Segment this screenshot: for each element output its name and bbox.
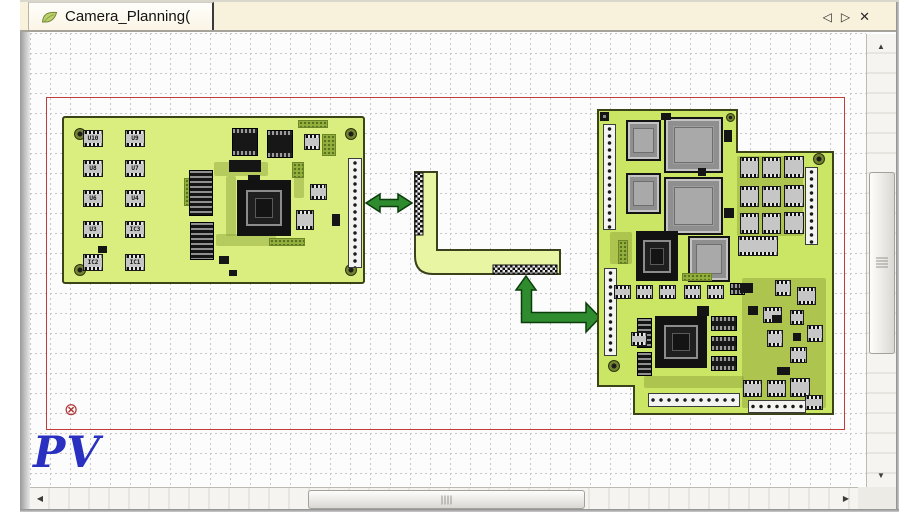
tab-camera-planning[interactable]: Camera_Planning( — [28, 2, 214, 30]
scroll-left-button[interactable]: ◀ — [36, 493, 44, 503]
design-canvas[interactable] — [30, 33, 866, 486]
next-tab-button[interactable]: ▷ — [840, 10, 851, 24]
scroll-right-button[interactable]: ▶ — [842, 493, 850, 503]
vertical-scrollbar-thumb[interactable] — [869, 172, 895, 354]
prev-tab-button[interactable]: ◁ — [822, 10, 832, 24]
window-frame-top — [20, 0, 899, 2]
tab-bar: Camera_Planning( ◁ ▷ ✕ — [20, 2, 896, 32]
tab-nav-controls: ◁ ▷ ✕ — [822, 9, 870, 25]
tab-title: Camera_Planning( — [65, 8, 191, 25]
window-frame-left — [20, 32, 30, 509]
horizontal-scrollbar-thumb[interactable] — [308, 490, 585, 509]
scroll-down-button[interactable]: ▼ — [877, 470, 885, 480]
scroll-up-button[interactable]: ▲ — [877, 41, 885, 51]
close-button[interactable]: ✕ — [859, 9, 870, 24]
window-frame-bottom — [20, 509, 899, 512]
window-frame-right — [896, 2, 899, 512]
vertical-scrollbar[interactable]: ▲ ▼ — [866, 34, 896, 487]
leaf-icon — [41, 10, 58, 24]
scrollbar-corner — [858, 487, 896, 509]
horizontal-scrollbar[interactable]: ◀ ▶ — [30, 487, 858, 509]
canvas-grid — [30, 33, 866, 486]
